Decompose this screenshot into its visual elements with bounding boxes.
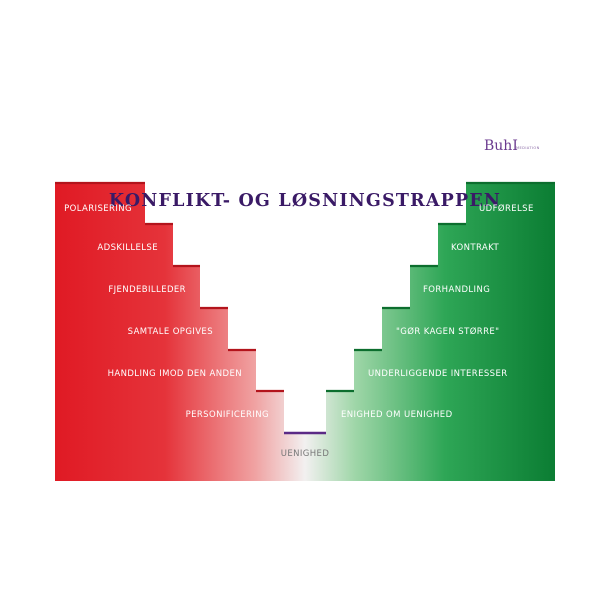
- solution-step-label: UNDERLIGGENDE INTERESSER: [368, 369, 508, 379]
- conflict-step-label: SAMTALE OPGIVES: [128, 327, 213, 337]
- solution-step-label: FORHANDLING: [423, 285, 490, 295]
- solution-step-labels: UDFØRELSE KONTRAKT FORHANDLING "GØR KAGE…: [341, 203, 534, 420]
- logo-tagline: MEDIATION: [516, 146, 540, 150]
- solution-step-label: UDFØRELSE: [479, 203, 534, 214]
- center-step-label: UENIGHED: [281, 449, 330, 459]
- conflict-step-label: HANDLING IMOD DEN ANDEN: [108, 369, 242, 379]
- solution-step-label: KONTRAKT: [451, 243, 499, 253]
- conflict-step-lines: [55, 181, 284, 393]
- staircase-background: [55, 182, 555, 481]
- conflict-step-label: POLARISERING: [64, 204, 132, 214]
- solution-step-lines: [326, 181, 555, 393]
- conflict-step-label: ADSKILLELSE: [97, 243, 158, 253]
- conflict-step-label: PERSONIFICERING: [186, 410, 269, 420]
- conflict-step-label: FJENDEBILLEDER: [108, 285, 186, 295]
- diagram-title: KONFLIKT- OG LØSNINGSTRAPPEN: [109, 191, 501, 211]
- buhl-mediation-logo: BuhI MEDIATION: [484, 138, 540, 154]
- solution-step-label: "GØR KAGEN STØRRE": [396, 326, 499, 337]
- logo-wordmark: BuhI: [484, 138, 518, 154]
- solution-step-label: ENIGHED OM UENIGHED: [341, 410, 453, 420]
- conflict-step-labels: POLARISERING ADSKILLELSE FJENDEBILLEDER …: [64, 204, 269, 420]
